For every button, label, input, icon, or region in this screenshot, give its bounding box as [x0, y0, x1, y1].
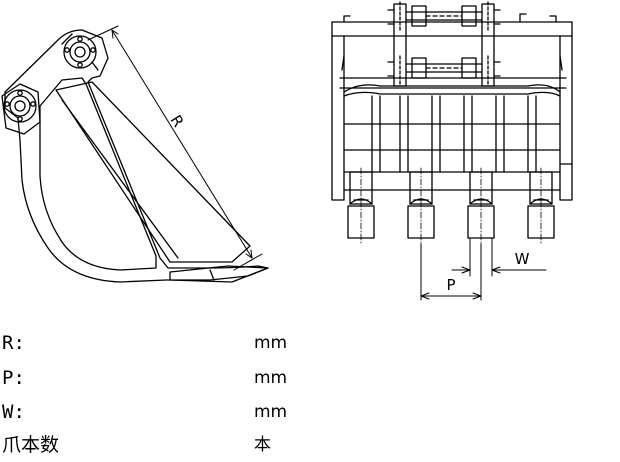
spec-row-teeth-count: 爪本数 本 [0, 428, 290, 462]
r-dimension-label: R [167, 112, 188, 130]
tooth-side [169, 265, 269, 283]
w-dimension-label: W [515, 250, 530, 268]
spec-unit-p: mm [254, 368, 288, 388]
bucket-side-view [1, 29, 269, 283]
p-dimension-label: P [446, 276, 455, 294]
spec-row-p: P: mm [0, 361, 290, 395]
bucket-front-view [331, 1, 573, 201]
spec-unit-r: mm [254, 333, 288, 353]
spec-unit-w: mm [254, 402, 288, 422]
teeth-front-view [347, 167, 555, 245]
spec-label-p: P: [2, 367, 25, 389]
pin-boss-lower [3, 89, 37, 123]
spec-label-teeth-count: 爪本数 [2, 434, 60, 456]
spec-row-r: R: mm [0, 326, 290, 360]
spec-unit-teeth-count: 本 [254, 435, 271, 455]
pin-boss-upper [61, 33, 99, 71]
spec-row-w: W: mm [0, 395, 290, 429]
r-dimension [87, 25, 263, 271]
spec-label-w: W: [2, 401, 25, 423]
spec-label-r: R: [2, 332, 25, 354]
pw-dimensions [420, 237, 547, 301]
skeleton-bucket-drawing: R P W [1, 1, 573, 301]
